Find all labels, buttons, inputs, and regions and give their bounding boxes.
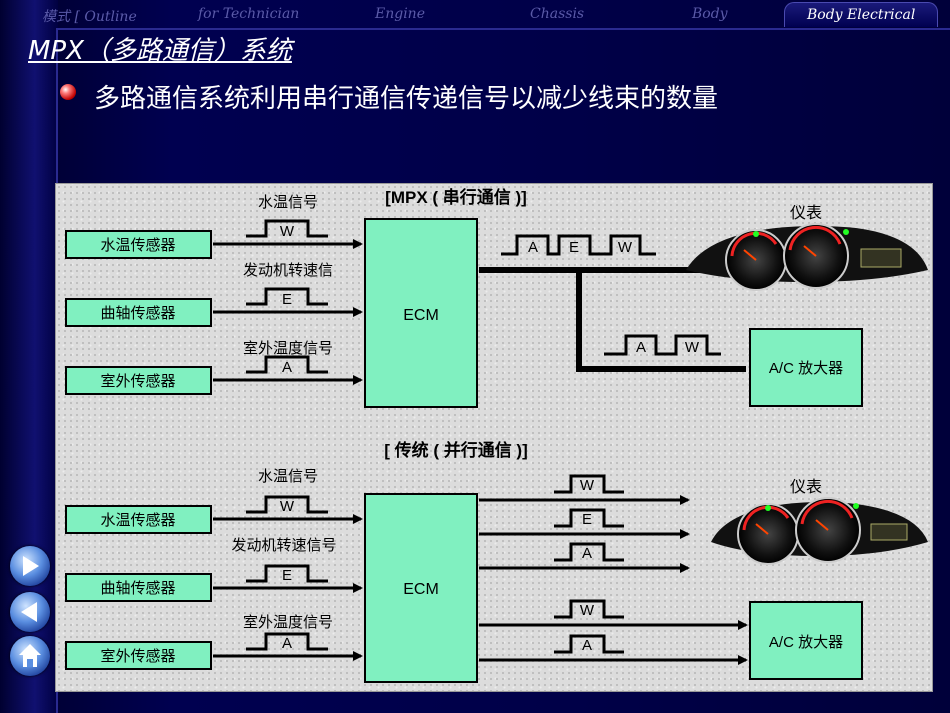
bottom-pulse-w: W (280, 498, 295, 515)
bottom-signal-lines (213, 495, 363, 661)
diagram-panel: [MPX ( 串行通信 )] 水温传感器 曲轴传感器 室外传感器 水温信号 发动… (55, 183, 933, 692)
svg-text:室外传感器: 室外传感器 (100, 373, 175, 390)
out-pulse-e: E (582, 511, 592, 528)
bottom-pulse-a: A (282, 635, 292, 652)
bottom-sensor-crank: 曲轴传感器 (65, 573, 212, 602)
svg-text:A/C 放大器: A/C 放大器 (769, 634, 843, 651)
bottom-label-rpm: 发动机转速信号 (231, 537, 336, 554)
tab-engine[interactable]: Engine (375, 6, 425, 22)
bullet-icon (60, 84, 76, 100)
top-pulse-w: W (280, 223, 295, 240)
bullet-text: 多路通信系统利用串行通信传递信号以减少线束的数量 (94, 84, 719, 114)
svg-text:ECM: ECM (403, 307, 439, 324)
top-meter-label: 仪表 (790, 204, 822, 222)
bottom-instrument-cluster (711, 497, 928, 565)
tab-body-electrical[interactable]: Body Electrical (784, 2, 939, 27)
bottom-sensor-water: 水温传感器 (65, 505, 212, 534)
bus-pulse-w: W (618, 239, 633, 256)
top-pulse-a: A (282, 359, 292, 376)
out-pulse-a1: A (582, 545, 592, 562)
header-divider (58, 28, 950, 30)
home-icon (19, 644, 41, 667)
top-instrument-cluster (686, 223, 928, 291)
top-sensor-crank: 曲轴传感器 (65, 298, 212, 327)
page-title: MPX（多路通信）系统 (28, 36, 292, 66)
bottom-pulse-e: E (282, 567, 292, 584)
tab-body[interactable]: Body (692, 6, 728, 22)
previous-arrow-icon (21, 602, 37, 622)
bottom-ecm: ECM (364, 493, 478, 683)
svg-text:ECM: ECM (403, 581, 439, 598)
top-label-rpm: 发动机转速信 (243, 262, 333, 279)
tab-chassis[interactable]: Chassis (530, 6, 585, 22)
svg-text:A/C 放大器: A/C 放大器 (769, 360, 843, 377)
top-sensor-outside: 室外传感器 (65, 366, 212, 395)
home-button[interactable] (10, 636, 50, 676)
tab-for-technician[interactable]: for Technician (198, 6, 300, 22)
next-button[interactable] (10, 546, 50, 586)
bottom-sensor-outside: 室外传感器 (65, 641, 212, 670)
bus-pulse-e: E (569, 239, 579, 256)
tab-outline[interactable]: 模式 [ Outline (42, 9, 137, 25)
bottom-ac-amp: A/C 放大器 (749, 601, 863, 680)
top-signal-lines (213, 219, 363, 385)
top-ecm: ECM (364, 218, 478, 408)
svg-text:曲轴传感器: 曲轴传感器 (100, 305, 175, 322)
next-arrow-icon (23, 556, 39, 576)
top-ac-amp: A/C 放大器 (749, 328, 863, 407)
mpx-bus (479, 234, 746, 372)
top-label-water: 水温信号 (258, 194, 318, 211)
top-label-outside: 室外温度信号 (243, 340, 333, 357)
top-heading: [MPX ( 串行通信 )] (385, 187, 527, 207)
bottom-label-water: 水温信号 (258, 468, 318, 485)
bottom-label-outside: 室外温度信号 (243, 614, 333, 631)
bus-pulse-a: A (528, 239, 538, 256)
svg-text:曲轴传感器: 曲轴传感器 (100, 580, 175, 597)
out-pulse-w1: W (580, 477, 595, 494)
ac-bus-pulse-w: W (685, 339, 700, 356)
top-sensor-water: 水温传感器 (65, 230, 212, 259)
ac-bus-pulse-a: A (636, 339, 646, 356)
top-nav: 模式 [ Outline for Technician Engine Chass… (0, 0, 950, 28)
bottom-meter-label: 仪表 (790, 478, 822, 496)
svg-text:室外传感器: 室外传感器 (100, 648, 175, 665)
mpx-diagram: [MPX ( 串行通信 )] 水温传感器 曲轴传感器 室外传感器 水温信号 发动… (65, 187, 928, 683)
svg-text:水温传感器: 水温传感器 (100, 237, 175, 254)
previous-button[interactable] (10, 592, 50, 632)
top-pulse-e: E (282, 291, 292, 308)
out-pulse-w2: W (580, 602, 595, 619)
bottom-heading: [ 传统 ( 并行通信 )] (384, 440, 528, 460)
parallel-output-lines (479, 474, 748, 665)
out-pulse-a2: A (582, 637, 592, 654)
svg-text:水温传感器: 水温传感器 (100, 512, 175, 529)
